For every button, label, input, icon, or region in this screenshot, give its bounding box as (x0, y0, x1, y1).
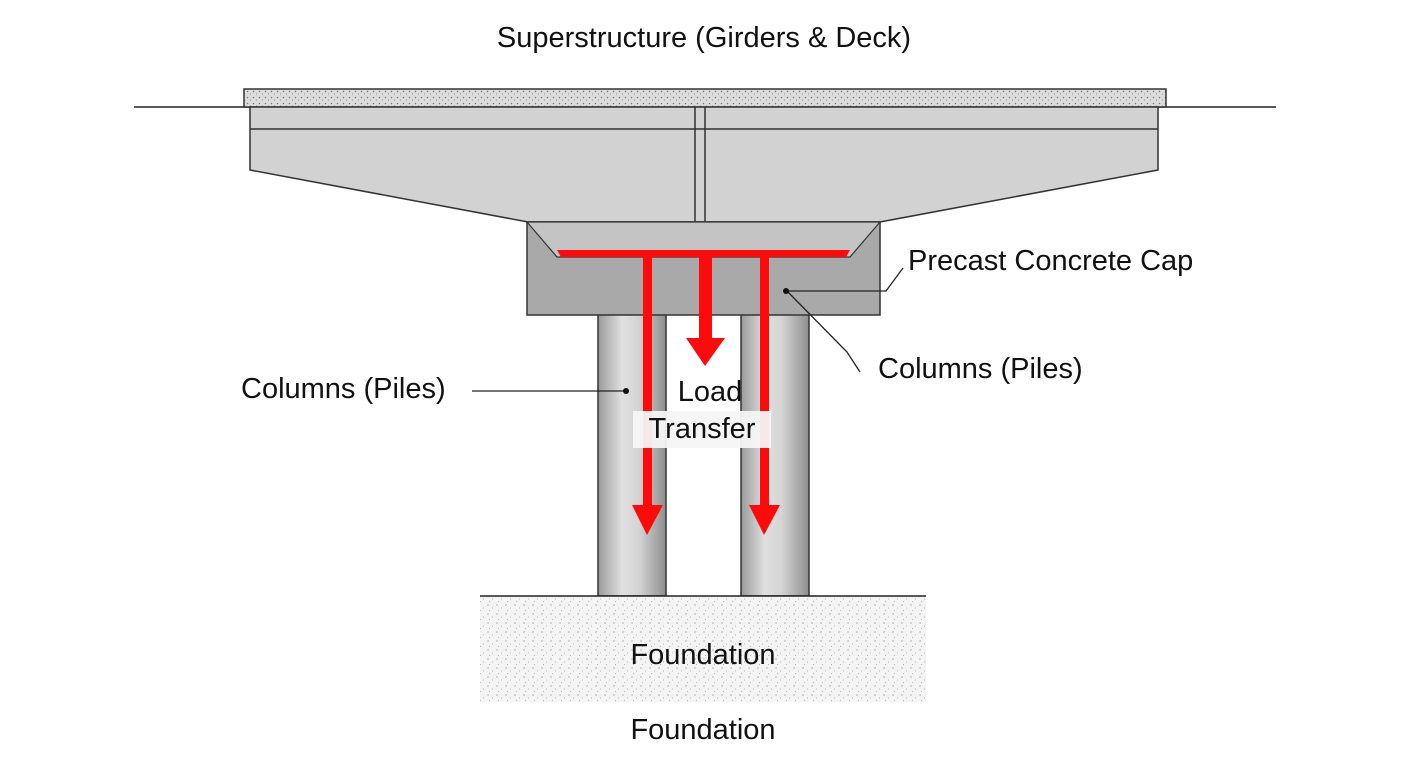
load-label-line1: Load (677, 376, 743, 408)
foundation-label-inner: Foundation (630, 639, 776, 671)
leader-lines (472, 267, 904, 392)
column-left (597, 313, 667, 597)
superstructure-label: Superstructure (Girders & Deck) (496, 22, 912, 54)
column-right (740, 313, 810, 597)
columns-label-right: Columns (Piles) (878, 353, 1083, 385)
columns-label-left: Columns (Piles) (241, 373, 446, 405)
load-transfer-label: Load Transfer (633, 374, 771, 448)
load-transfer-arrows (557, 250, 850, 535)
cap-label: Precast Concrete Cap (908, 245, 1194, 277)
foundation-label-outer: Foundation (630, 714, 776, 746)
load-label-line2: Transfer (633, 411, 771, 448)
deck-slab (243, 88, 1167, 108)
foundation-block (480, 596, 926, 702)
girders (249, 106, 1159, 223)
